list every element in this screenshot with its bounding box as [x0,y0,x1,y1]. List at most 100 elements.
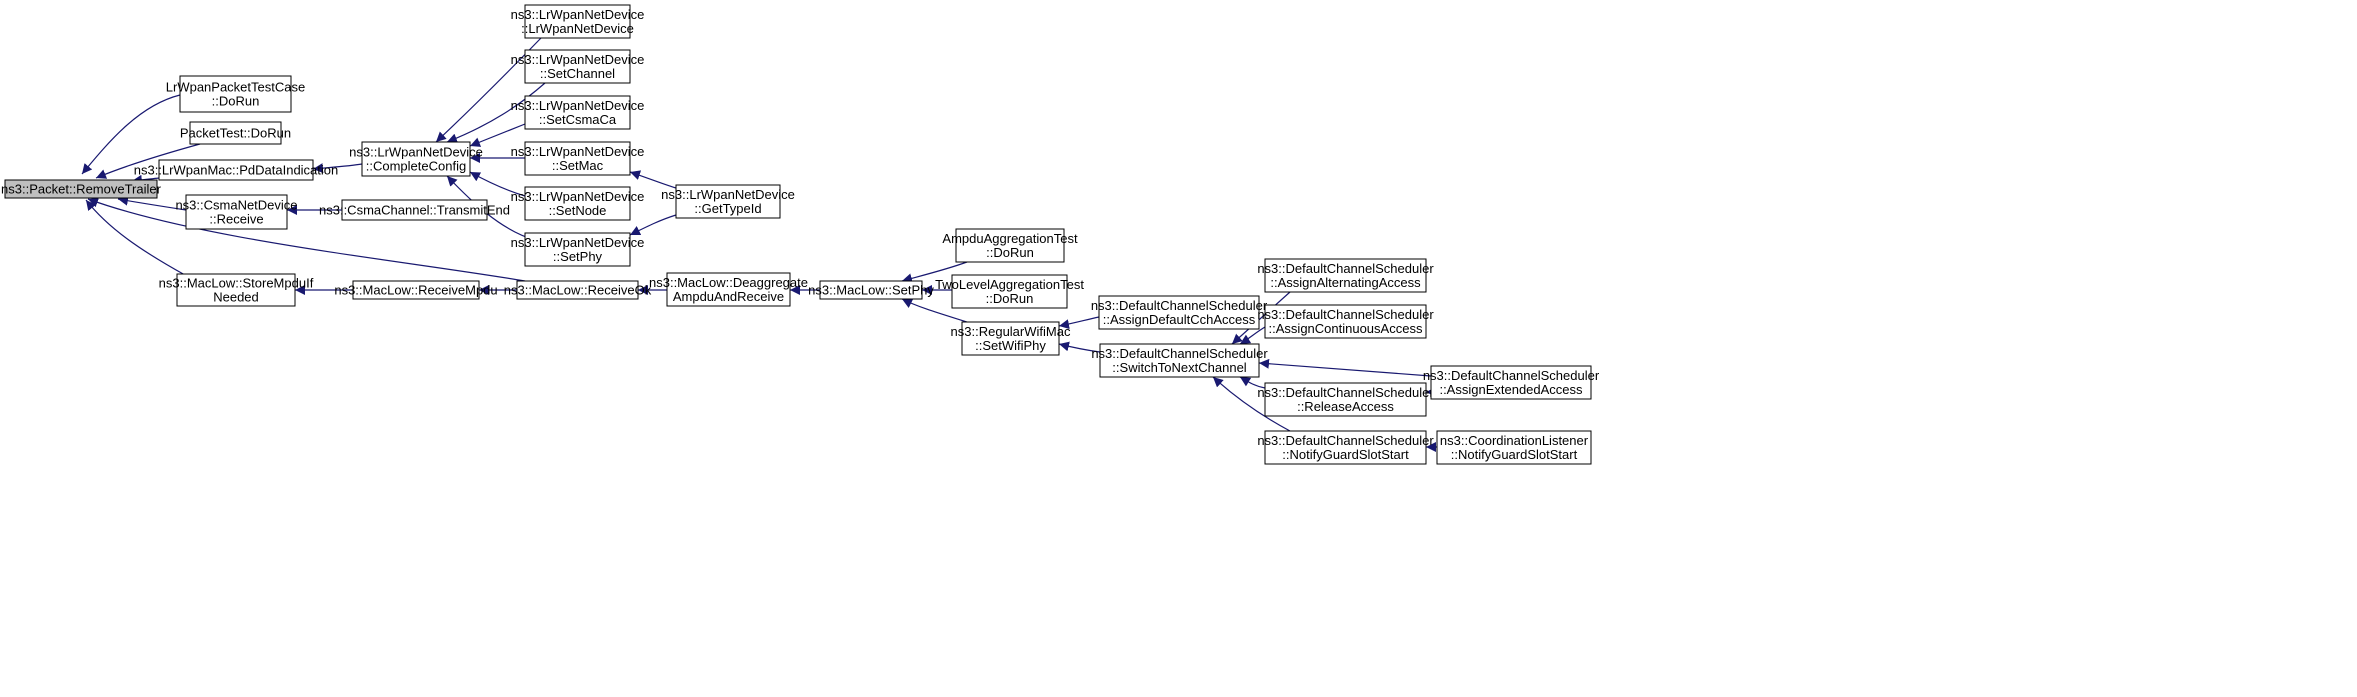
call-edge [1239,376,1266,389]
call-edge [1212,376,1291,432]
call-edge [629,170,677,189]
call-edge [312,163,363,174]
function-node[interactable]: ns3::CoordinationListener::NotifyGuardSl… [1436,430,1592,465]
function-node[interactable]: ns3::DefaultChannelScheduler::AssignExte… [1423,365,1600,400]
node-label: ::DoRun [986,291,1034,306]
nodes-layer: ns3::Packet::RemoveTrailer LrWpanPacketTe… [1,4,1600,465]
node-label: ns3::MacLow::ReceiveOk [504,283,652,298]
node-box [1264,304,1427,339]
node-label: ::SetNode [549,203,607,218]
function-node[interactable]: ns3::MacLow::SetPhy [808,280,934,300]
node-box [666,272,791,307]
node-label: ::CompleteConfig [366,159,466,174]
node-box [361,141,471,177]
node-box [955,228,1065,263]
node-label: ns3::DefaultChannelScheduler [1423,368,1600,383]
function-node[interactable]: ns3::LrWpanNetDevice::GetTypeId [661,184,795,219]
node-label: ::SetCsmaCa [539,112,617,127]
function-node[interactable]: ns3::MacLow::ReceiveMpdu [334,280,498,300]
node-box [819,280,923,300]
node-label: ns3::DefaultChannelScheduler [1257,433,1434,448]
function-node[interactable]: ns3::LrWpanNetDevice::LrWpanNetDevice [511,4,645,39]
node-label: ns3::LrWpanMac::PdDataIndication [134,163,339,178]
call-edge [85,199,186,276]
function-node[interactable]: ns3::LrWpanNetDevice::SetCsmaCa [511,95,645,130]
node-box [524,49,631,84]
node-label: ns3::RegularWifiMac [951,324,1071,339]
node-label: Needed [213,290,259,305]
node-label: ns3::MacLow::SetPhy [808,283,934,298]
call-edge [901,298,971,324]
node-label: ns3::DefaultChannelScheduler [1091,298,1268,313]
node-label: ns3::LrWpanNetDevice [511,52,645,67]
call-edge [117,195,187,211]
function-node[interactable]: AmpduAggregationTest::DoRun [942,228,1078,263]
node-label: ::SwitchToNextChannel [1112,360,1247,375]
node-box [1264,430,1427,465]
call-edge [1239,326,1266,345]
function-node[interactable]: ns3::DefaultChannelScheduler::AssignAlte… [1257,258,1434,293]
call-edge [629,214,677,236]
function-node[interactable]: LrWpanPacketTestCase::DoRun [166,75,305,113]
node-label: ::NotifyGuardSlotStart [1451,447,1578,462]
node-box [179,75,292,113]
function-node[interactable]: ns3::MacLow::ReceiveOk [504,280,652,300]
node-box [524,232,631,267]
function-node[interactable]: ns3::CsmaNetDevice::Receive [175,194,298,230]
node-box [1264,258,1427,293]
node-box [176,273,296,307]
node-label: ::DoRun [212,94,260,109]
node-label: ns3::DefaultChannelScheduler [1257,307,1434,322]
node-box [1436,430,1592,465]
call-edge [435,37,542,143]
call-edge [81,94,181,175]
function-node[interactable]: ns3::LrWpanNetDevice::SetNode [511,186,645,221]
node-label: ::AssignAlternatingAccess [1270,275,1421,290]
node-label: ::ReleaseAccess [1297,399,1394,414]
function-node[interactable]: ns3::LrWpanNetDevice::SetChannel [511,49,645,84]
function-node[interactable]: ns3::LrWpanNetDevice::SetPhy [511,232,645,267]
node-label: ns3::MacLow::StoreMpduIf [159,276,314,291]
node-box [516,280,639,300]
node-label: ns3::LrWpanNetDevice [511,235,645,250]
function-node[interactable]: TwoLevelAggregationTest::DoRun [935,274,1084,309]
node-label: ns3::CsmaNetDevice [175,198,297,213]
node-box [1430,365,1592,400]
node-label: ::AssignContinuousAccess [1269,321,1423,336]
node-label: ::SetChannel [540,66,615,81]
node-label: ::SetMac [552,158,604,173]
node-label: LrWpanPacketTestCase [166,80,305,95]
function-node[interactable]: ns3::CsmaChannel::TransmitEnd [319,199,510,221]
function-node[interactable]: ns3::LrWpanNetDevice::SetMac [511,141,645,176]
function-node[interactable]: ns3::DefaultChannelScheduler::NotifyGuar… [1257,430,1434,465]
node-label: ns3::MacLow::ReceiveMpdu [334,283,497,298]
function-node[interactable]: ns3::RegularWifiMac::SetWifiPhy [951,321,1071,356]
node-box [1098,295,1260,330]
node-box [352,280,480,300]
function-node[interactable]: ns3::DefaultChannelScheduler::AssignDefa… [1091,295,1268,330]
function-node[interactable]: ns3::LrWpanNetDevice::CompleteConfig [349,141,483,177]
node-box [524,141,631,176]
node-label: ::DoRun [986,245,1034,260]
function-node[interactable]: ns3::DefaultChannelScheduler::ReleaseAcc… [1257,382,1434,417]
function-node[interactable]: PacketTest::DoRun [180,121,291,145]
node-label: AmpduAndReceive [673,289,784,304]
call-edge [87,197,526,282]
node-label: ns3::DefaultChannelScheduler [1257,261,1434,276]
node-box [341,199,488,221]
node-label: ns3::LrWpanNetDevice [661,187,795,202]
node-box [951,274,1068,309]
node-label: ns3::CsmaChannel::TransmitEnd [319,203,510,218]
function-node[interactable]: ns3::DefaultChannelScheduler::AssignCont… [1257,304,1434,339]
function-node[interactable]: ns3::LrWpanMac::PdDataIndication [134,159,339,181]
node-label: TwoLevelAggregationTest [935,277,1084,292]
node-label: ns3::LrWpanNetDevice [349,145,483,160]
node-box [158,159,314,181]
call-edge [469,123,526,147]
call-edge [1258,358,1432,377]
function-node[interactable]: ns3::DefaultChannelScheduler::SwitchToNe… [1091,343,1268,378]
root-function-node[interactable]: ns3::Packet::RemoveTrailer [1,179,162,199]
call-edge [1058,316,1100,330]
